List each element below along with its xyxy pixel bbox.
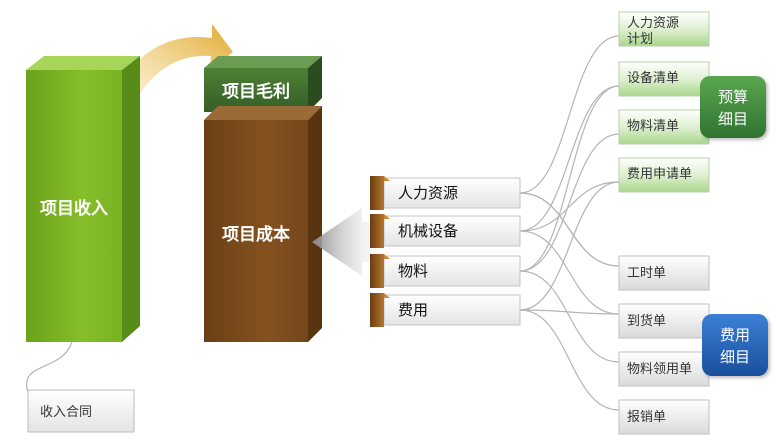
budget-doc-label: 设备清单 [627, 70, 679, 86]
revenue-block: 项目收入 [26, 56, 140, 342]
budget-doc-label: 费用申请单 [627, 167, 692, 182]
expense-doc: 报销单 [618, 399, 710, 435]
tab-marker [370, 293, 384, 327]
budget-doc-label: 物料清单 [627, 119, 679, 134]
connector [519, 309, 620, 315]
budget-doc: 费用申请单 [618, 157, 710, 193]
gross-margin-block: 项目毛利 [204, 56, 322, 112]
budget-doc: 物料清单 [618, 109, 710, 145]
expense-doc-label: 工时单 [627, 266, 666, 281]
budget-doc: 设备清单 [618, 61, 710, 97]
revenue-to-margin-arrow [112, 24, 233, 112]
cost-item: 机械设备 [370, 214, 521, 248]
cost-item: 人力资源 [370, 176, 521, 210]
budget-doc-label: 计划 [627, 32, 653, 47]
tab-marker [370, 176, 384, 210]
revenue-label: 项目收入 [40, 198, 108, 219]
connector [519, 35, 620, 194]
cost-item: 费用 [370, 293, 521, 327]
tab-marker [370, 254, 384, 288]
expense-doc: 物料领用单 [618, 351, 710, 387]
expense-doc-label: 物料领用单 [627, 362, 692, 377]
expense-badge: 费用 细目 [702, 314, 768, 376]
expense-doc-label: 报销单 [627, 410, 666, 425]
connector [519, 230, 620, 315]
budget-badge-line1: 预算 [718, 88, 748, 106]
connector [519, 85, 620, 232]
cost-item-label: 物料 [398, 262, 428, 280]
gross-margin-label: 项目毛利 [222, 81, 290, 102]
connector [519, 270, 620, 363]
expense-doc-label: 到货单 [627, 313, 666, 329]
connector [519, 181, 620, 232]
cost-item-label: 机械设备 [398, 222, 458, 240]
contract-connector [25, 341, 73, 393]
expense-doc: 到货单 [618, 303, 710, 339]
connector [519, 85, 620, 272]
connector [519, 309, 620, 411]
cost-item-label: 费用 [398, 301, 428, 319]
cost-label: 项目成本 [222, 224, 290, 245]
contract-doc: 收入合同 [27, 389, 135, 433]
connector-lines [519, 35, 620, 411]
connector [519, 181, 620, 311]
tab-marker [370, 214, 384, 248]
connector [519, 133, 620, 272]
expense-badge-line1: 费用 [720, 326, 750, 344]
cost-block: 项目成本 [204, 106, 322, 342]
cost-item-label: 人力资源 [398, 184, 458, 202]
cost-item: 物料 [370, 254, 521, 288]
budget-badge: 预算 细目 [700, 76, 766, 138]
budget-badge-line2: 细目 [718, 110, 748, 128]
expense-doc: 工时单 [618, 255, 710, 291]
connector [519, 192, 620, 267]
expense-badge-line2: 细目 [720, 348, 750, 366]
contract-label: 收入合同 [40, 405, 92, 420]
budget-doc-label: 人力资源 [627, 16, 679, 31]
